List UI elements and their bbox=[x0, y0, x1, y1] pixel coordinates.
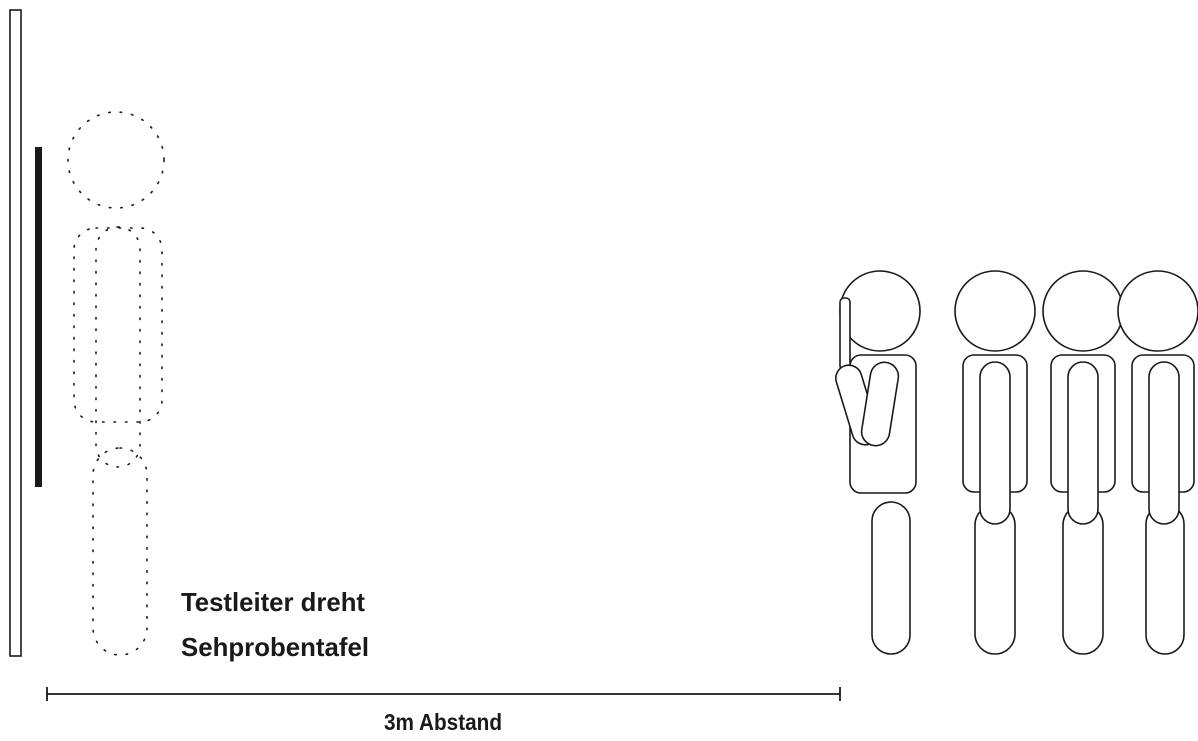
test-leader-head bbox=[68, 112, 164, 208]
test-leader-torso bbox=[74, 228, 162, 422]
person-2-leg bbox=[975, 505, 1015, 654]
person-3-leg bbox=[1063, 505, 1103, 654]
person-3-head bbox=[1043, 271, 1123, 351]
person-in-line-4 bbox=[1118, 271, 1198, 654]
person-2-arm bbox=[980, 362, 1010, 524]
test-leader-figure bbox=[68, 112, 164, 655]
person-1-head bbox=[840, 271, 920, 351]
person-4-leg bbox=[1146, 505, 1184, 654]
person-4-arm bbox=[1149, 362, 1179, 524]
instruction-line-1: Testleiter dreht bbox=[181, 587, 365, 617]
test-leader-leg bbox=[93, 448, 147, 655]
eye-cover-card bbox=[840, 298, 850, 370]
instruction-line-2: Sehprobentafel bbox=[181, 632, 369, 662]
wall bbox=[10, 10, 21, 656]
distance-indicator bbox=[47, 687, 840, 701]
person-in-line-2 bbox=[955, 271, 1035, 654]
person-3-arm bbox=[1068, 362, 1098, 524]
person-covering-eye bbox=[833, 271, 920, 654]
person-2-head bbox=[955, 271, 1035, 351]
test-leader-arm bbox=[96, 227, 140, 467]
person-in-line-3 bbox=[1043, 271, 1123, 654]
eye-chart-board bbox=[35, 147, 42, 487]
distance-label: 3m Abstand bbox=[384, 709, 502, 735]
person-1-leg bbox=[872, 502, 910, 654]
person-4-head bbox=[1118, 271, 1198, 351]
